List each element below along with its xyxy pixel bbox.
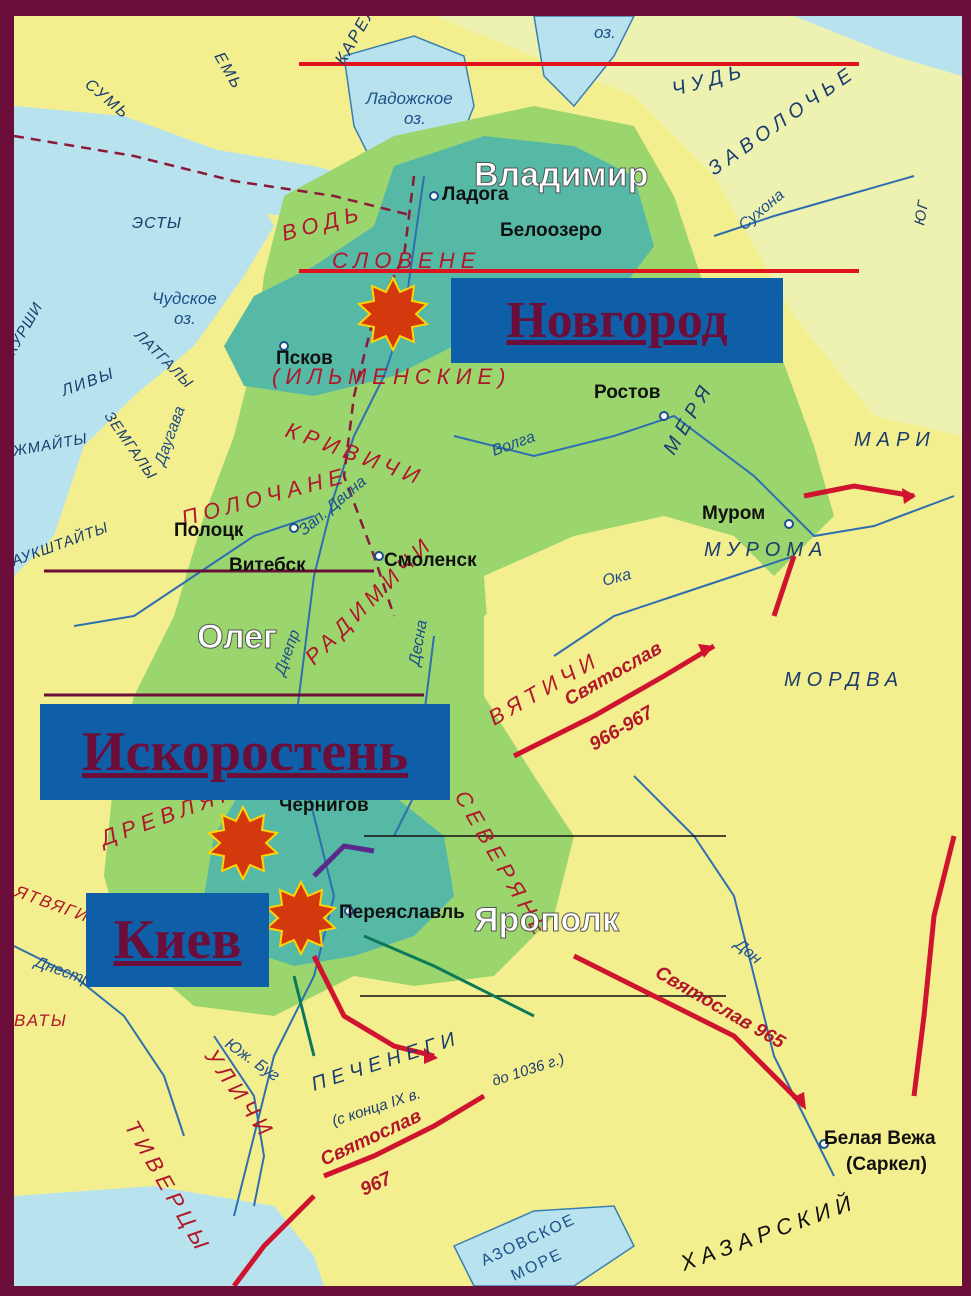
label-khorvaty: ВАТЫ [14, 1011, 68, 1030]
label-polotsk: Полоцк [174, 520, 244, 541]
box-novgorod: Новгород [451, 278, 783, 363]
label-ilmenskie: (ИЛЬМЕНСКИЕ) [272, 364, 511, 389]
border-north [14, 134, 415, 218]
route-967-back [323, 1093, 486, 1179]
yuzh-bug-river [213, 1035, 266, 1207]
white-sea [794, 16, 962, 76]
starbursts [206, 275, 430, 957]
label-beloozero: Белоозеро [500, 220, 602, 241]
ruler-oleg: Олег [197, 618, 277, 656]
ladoga-dot [429, 191, 439, 201]
oka-river [553, 555, 795, 657]
starburst-iskorosten [206, 804, 280, 882]
pereyaslavl-dot [344, 906, 354, 916]
map-canvas: СЛОВЕНЕ (ИЛЬМЕНСКИЕ) КРИВИЧИ ПОЛОЧАНЕ РА… [14, 16, 962, 1286]
route-967-out [311, 954, 435, 1059]
label-smolensk: Смоленск [384, 550, 477, 571]
label-esty: ЭСТЫ [132, 215, 182, 232]
baltic-sea [14, 106, 274, 576]
starburst-novgorod [356, 275, 430, 353]
route-murom [771, 555, 797, 617]
volga-river [453, 414, 955, 538]
label-oka: Ока [601, 566, 633, 590]
black-sea [14, 1186, 324, 1286]
raid-arrow-1 [363, 934, 535, 1018]
label-chudskoe: Чудское [152, 289, 217, 308]
label-muroma: МУРОМА [704, 539, 828, 561]
arrowhead-965 [792, 1092, 806, 1110]
label-pskov: Псков [276, 348, 333, 369]
label-pereyaslavl: Переяславль [339, 902, 465, 923]
belaya-vezha-dot [819, 1139, 829, 1149]
north-land [434, 16, 962, 436]
arrowhead-967 [424, 1048, 438, 1064]
label-mari: МАРИ [854, 429, 936, 451]
label-chernigov: Чернигов [279, 795, 369, 816]
ruler-yaropolk: Ярополк [474, 901, 620, 939]
label-chudskoe-oz: оз. [174, 309, 196, 328]
box-novgorod-label: Новгород [506, 292, 728, 349]
label-sarkel: (Саркел) [846, 1154, 927, 1175]
label-rostov: Ростов [594, 382, 660, 403]
raid-arrow-2 [292, 975, 316, 1057]
starburst-kiev [264, 879, 338, 957]
purple-arrow [312, 843, 375, 878]
dnestr-river [14, 945, 185, 1137]
pecheneg-raids [292, 934, 535, 1057]
novgorod-core [224, 136, 654, 396]
ruler-vladimir: Владимир [474, 156, 648, 194]
zap-dvina-river [73, 515, 315, 627]
route-966 [512, 643, 716, 759]
label-ladoga-lake: Ладожское [365, 89, 453, 108]
label-ladoga-oz: оз. [404, 109, 426, 128]
label-ladoga: Ладога [442, 184, 509, 205]
route-east [911, 835, 957, 1097]
arrowhead-volga [902, 488, 916, 504]
route-volga [803, 483, 915, 499]
vyatichi-zone [484, 516, 774, 736]
rostov-dot [659, 411, 669, 421]
route-southwest [232, 1194, 316, 1286]
label-mordva: МОРДВА [784, 669, 904, 691]
box-kiev-label: Киев [113, 909, 242, 971]
polotsk-dot [289, 523, 299, 533]
label-murom: Муром [702, 503, 765, 524]
azov-sea [452, 1205, 635, 1286]
box-kiev: Киев [86, 893, 269, 987]
label-vitebsk: Витебск [229, 555, 306, 576]
label-yug: ЮГ [911, 198, 932, 227]
box-iskorosten: Искоростень [40, 704, 450, 800]
historical-map: СЛОВЕНЕ (ИЛЬМЕНСКИЕ) КРИВИЧИ ПОЛОЧАНЕ РА… [14, 16, 962, 1286]
smolensk-dot [374, 551, 384, 561]
box-iskorosten-label: Искоростень [81, 721, 409, 783]
label-onega-oz: оз. [594, 23, 616, 42]
sukhona-river [713, 175, 915, 237]
route-arrowheads [424, 488, 916, 1110]
label-slovene: СЛОВЕНЕ [332, 248, 481, 273]
pskov-dot [279, 341, 289, 351]
arrowhead-966 [698, 644, 714, 658]
city-markers [279, 191, 829, 1149]
murom-dot [784, 519, 794, 529]
label-belaya-vezha: Белая Вежа [824, 1128, 936, 1149]
